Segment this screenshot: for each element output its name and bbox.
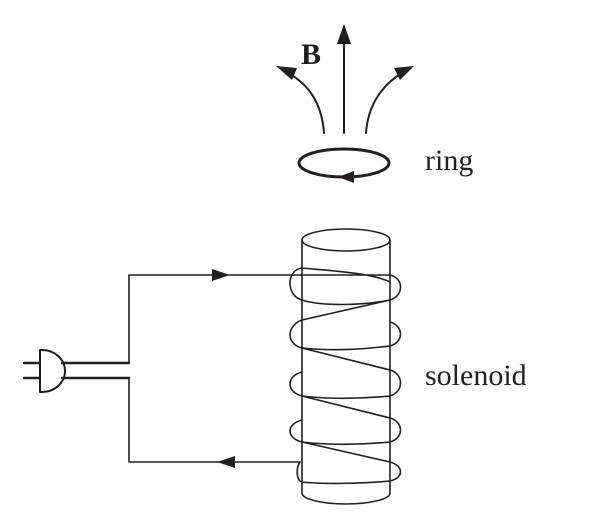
ring: ring — [297, 144, 473, 183]
cylinder-top — [301, 228, 391, 252]
field-line-left — [287, 72, 325, 134]
coil-winding — [289, 267, 402, 485]
ring-label: ring — [425, 144, 473, 177]
field-arrow-right — [394, 66, 414, 80]
wire-top-arrow — [212, 269, 230, 281]
ring-loop — [297, 147, 391, 179]
wire-top — [128, 274, 301, 364]
magnetic-field-lines: B — [276, 24, 414, 134]
wire-bottom-arrow — [217, 456, 235, 468]
field-label-b: B — [301, 38, 321, 71]
field-line-right — [365, 72, 403, 134]
plug-body — [39, 349, 66, 393]
circuit-wiring — [60, 269, 301, 468]
wire-bottom — [128, 377, 301, 463]
field-arrow-left — [276, 66, 297, 80]
field-arrow-center — [337, 24, 351, 44]
cylinder-bottom — [301, 492, 391, 505]
solenoid: solenoid — [289, 228, 527, 505]
ring-current-arrow — [338, 171, 354, 183]
plug-icon — [22, 349, 66, 393]
solenoid-label: solenoid — [425, 359, 527, 392]
